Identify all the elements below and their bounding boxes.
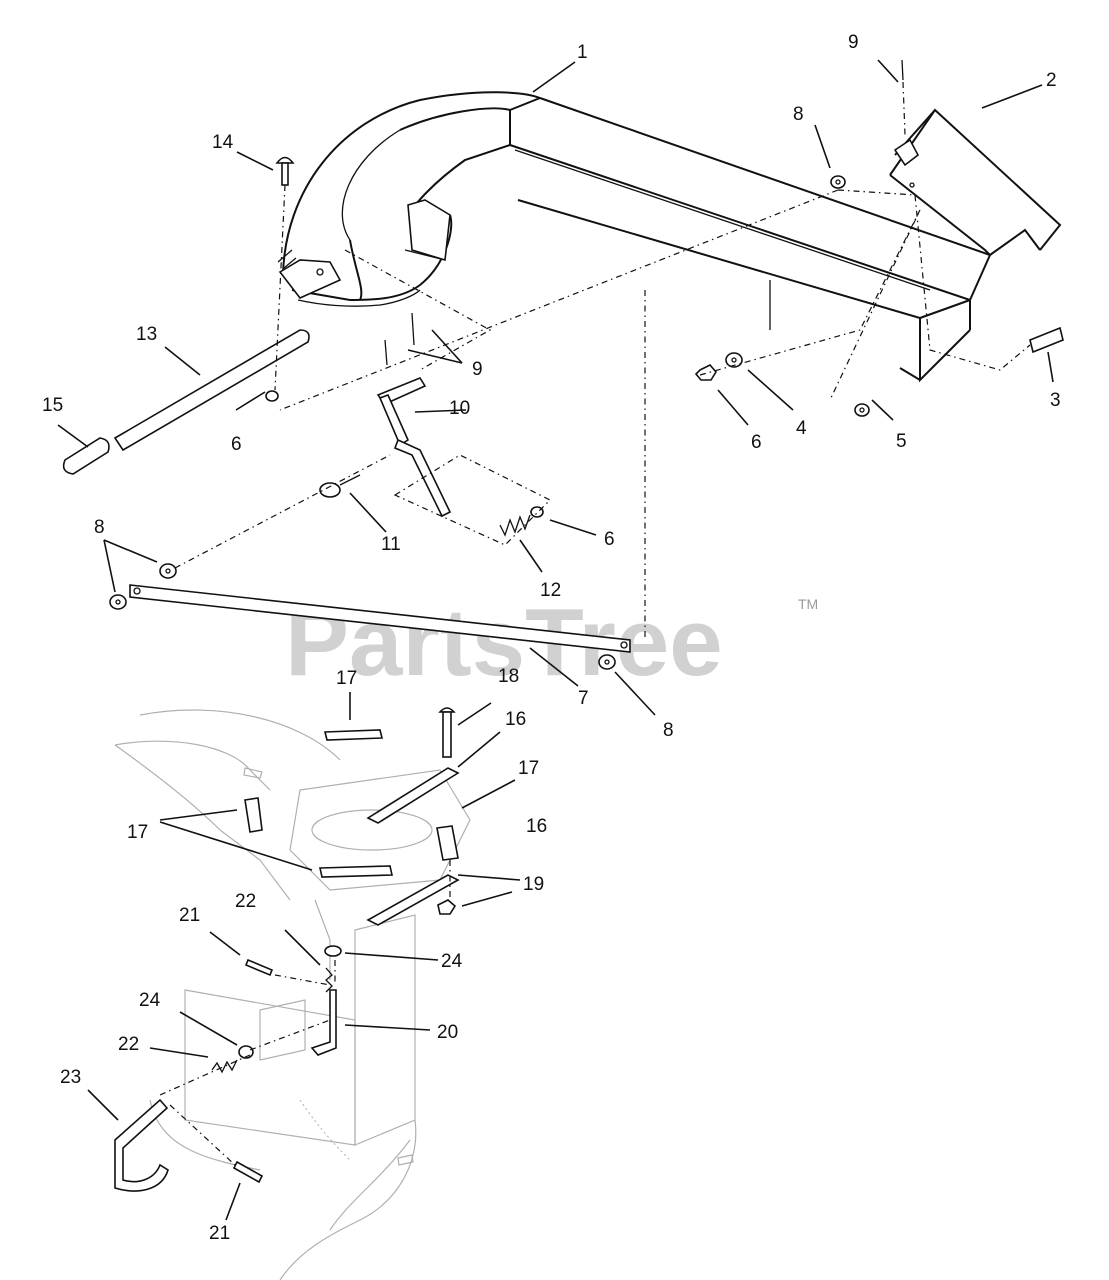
- callout-17: 17: [336, 668, 357, 689]
- locking-pins: [114, 945, 342, 1192]
- control-crank: [376, 377, 452, 518]
- eyebolt: [319, 474, 361, 498]
- callout-5: 5: [896, 431, 907, 452]
- watermark: PartsTree: [285, 589, 723, 696]
- callout-24: 24: [441, 951, 463, 972]
- carriage-bolt: [275, 156, 295, 186]
- callout-8: 8: [793, 104, 804, 125]
- callouts: 1 2 3 4 5 6 6 6 7 8 8 8 9 9 10 11 12 13 …: [42, 32, 1061, 1244]
- callout-22: 22: [118, 1034, 139, 1055]
- callout-9: 9: [472, 359, 483, 380]
- callout-8: 8: [94, 517, 105, 538]
- tie-rod: [129, 584, 631, 653]
- callout-17: 17: [127, 822, 148, 843]
- callout-4: 4: [796, 418, 807, 439]
- callout-16: 16: [526, 816, 547, 837]
- callout-24: 24: [139, 990, 161, 1011]
- callout-21: 21: [179, 905, 200, 926]
- chute-deflector: [889, 108, 1062, 256]
- callout-21: 21: [209, 1223, 230, 1244]
- crank-rod: [113, 329, 310, 452]
- spring: [499, 506, 544, 537]
- crank-grip: [62, 437, 110, 475]
- callout-14: 14: [212, 132, 234, 153]
- callout-9: 9: [848, 32, 859, 53]
- callout-6: 6: [604, 529, 615, 550]
- callout-22: 22: [235, 891, 256, 912]
- swivel-hardware: [244, 707, 460, 926]
- callout-2: 2: [1046, 70, 1057, 91]
- callout-8: 8: [663, 720, 674, 741]
- callout-16: 16: [505, 709, 526, 730]
- callout-12: 12: [540, 580, 561, 601]
- callout-18: 18: [498, 666, 519, 687]
- callout-23: 23: [60, 1067, 81, 1088]
- callout-15: 15: [42, 395, 63, 416]
- callout-11: 11: [381, 534, 401, 555]
- discharge-chute: [277, 91, 992, 383]
- callout-19: 19: [523, 874, 544, 895]
- leader-lines: [57, 59, 1054, 1221]
- callout-17: 17: [518, 758, 539, 779]
- hardware: [109, 59, 1064, 670]
- callout-10: 10: [449, 398, 470, 419]
- assembly-lines: [159, 81, 1031, 1166]
- callout-13: 13: [136, 324, 157, 345]
- watermark-trademark: TM: [798, 596, 818, 612]
- callout-1: 1: [577, 42, 588, 63]
- callout-3: 3: [1050, 390, 1061, 411]
- callout-6: 6: [231, 434, 242, 455]
- callout-7: 7: [578, 688, 589, 709]
- callout-6: 6: [751, 432, 762, 453]
- callout-20: 20: [437, 1022, 458, 1043]
